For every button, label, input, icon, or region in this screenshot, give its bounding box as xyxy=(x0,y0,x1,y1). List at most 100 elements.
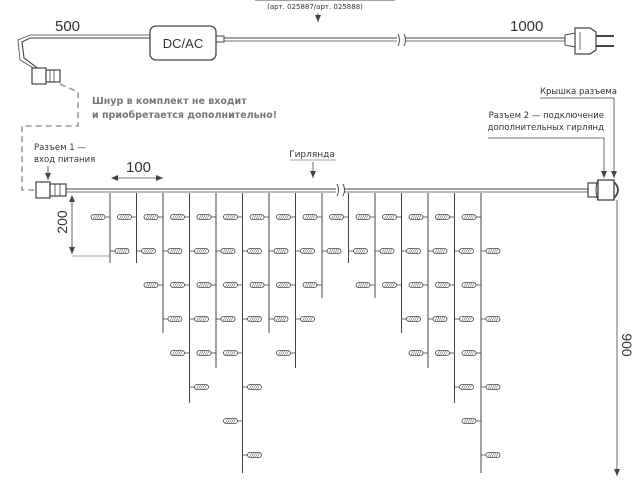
led-lamp-icon xyxy=(189,316,209,322)
led-lamp-icon xyxy=(382,282,402,288)
connector1-label-line1: Разъем 1 — xyxy=(34,143,86,153)
led-lamp-icon xyxy=(461,214,481,220)
led-lamp-icon xyxy=(117,214,137,220)
led-lamp-icon xyxy=(302,282,322,288)
led-lamp-icon xyxy=(355,282,375,288)
led-lamp-icon xyxy=(189,384,209,390)
led-lamp-icon xyxy=(276,214,296,220)
led-lamp-icon xyxy=(481,316,501,322)
led-lamp-icon xyxy=(461,418,481,424)
power-cable-left-outer xyxy=(17,34,150,73)
led-lamp-icon xyxy=(428,316,448,322)
cord-note-line1: Шнур в комплект не входит xyxy=(92,96,247,107)
connector2-arrow xyxy=(488,137,607,178)
led-lamp-icon xyxy=(136,248,156,254)
power-cable-left xyxy=(21,37,150,71)
led-lamp-icon xyxy=(461,350,481,356)
led-lamp-icon xyxy=(454,316,474,322)
led-lamp-icon xyxy=(196,350,216,356)
icicle-strand xyxy=(382,193,421,333)
adapter-label: DC/AC xyxy=(163,36,203,51)
dim-cable-left: 500 xyxy=(55,18,80,35)
led-lamp-icon xyxy=(481,452,501,458)
led-lamp-icon xyxy=(382,214,402,220)
optional-cord-dashed xyxy=(21,83,79,191)
led-lamp-icon xyxy=(375,248,395,254)
led-lamp-icon xyxy=(401,248,421,254)
garland-break-mark xyxy=(336,183,345,197)
icicle-strand xyxy=(302,193,342,298)
connector2-label-line1: Разъем 2 — подключение xyxy=(489,111,604,121)
led-lamp-icon xyxy=(170,214,190,220)
icicle-strand xyxy=(435,193,474,403)
icicle-strand xyxy=(170,193,209,403)
led-lamp-icon xyxy=(223,282,243,288)
led-lamp-icon xyxy=(322,248,342,254)
led-lamp-icon xyxy=(481,384,501,390)
icicle-strand xyxy=(117,193,156,263)
icicle-strand xyxy=(196,193,236,368)
led-lamp-icon xyxy=(242,384,262,390)
led-lamp-icon xyxy=(143,282,163,288)
icicle-strand xyxy=(329,193,368,263)
led-lamp-icon xyxy=(329,214,349,220)
led-lamp-icon xyxy=(170,282,190,288)
led-lamp-icon xyxy=(189,248,209,254)
led-lamp-icon xyxy=(216,248,236,254)
icicle-group xyxy=(90,193,501,473)
cord-connector-icon xyxy=(31,67,61,85)
dim-pitch: 100 xyxy=(126,159,151,176)
led-lamp-icon xyxy=(428,248,448,254)
connector2-label-line2: дополнительных гирлянд xyxy=(488,123,604,133)
led-lamp-icon xyxy=(454,384,474,390)
icicle-strand xyxy=(461,193,501,473)
icicle-strand xyxy=(90,193,130,263)
led-lamp-icon xyxy=(223,418,243,424)
cable-break-mark xyxy=(397,33,406,47)
icicle-strand xyxy=(355,193,395,298)
led-lamp-icon xyxy=(295,248,315,254)
led-lamp-icon xyxy=(461,282,481,288)
led-lamp-icon xyxy=(276,282,296,288)
led-lamp-icon xyxy=(408,282,428,288)
led-lamp-icon xyxy=(401,316,421,322)
led-lamp-icon xyxy=(435,214,455,220)
led-lamp-icon xyxy=(481,248,501,254)
icicle-strand xyxy=(143,193,183,333)
output-connector-icon xyxy=(587,179,619,201)
led-lamp-icon xyxy=(269,316,289,322)
icicle-strand xyxy=(223,193,262,473)
dim-drop: 200 xyxy=(54,210,70,234)
power-plug-icon xyxy=(564,27,614,55)
led-lamp-icon xyxy=(454,248,474,254)
led-lamp-icon xyxy=(249,214,269,220)
icicle-strand xyxy=(408,193,448,368)
led-lamp-icon xyxy=(295,316,315,322)
dim-height: 900 xyxy=(619,333,635,357)
led-lamp-icon xyxy=(435,350,455,356)
adapter-strain-relief xyxy=(215,35,225,43)
dim-cable-right: 1000 xyxy=(510,18,543,35)
led-lamp-icon xyxy=(242,452,262,458)
cord-note-line2: и приобретается дополнительно! xyxy=(92,110,277,121)
led-lamp-icon xyxy=(170,350,190,356)
led-lamp-icon xyxy=(110,248,130,254)
led-lamp-icon xyxy=(435,282,455,288)
cap-arrow xyxy=(540,97,617,178)
icicle-strand xyxy=(276,193,315,368)
led-lamp-icon xyxy=(196,214,216,220)
led-lamp-icon xyxy=(163,248,183,254)
led-lamp-icon xyxy=(143,214,163,220)
led-lamp-icon xyxy=(408,350,428,356)
led-lamp-icon xyxy=(196,282,216,288)
led-lamp-icon xyxy=(249,282,269,288)
led-lamp-icon xyxy=(163,316,183,322)
led-lamp-icon xyxy=(276,350,296,356)
led-lamp-icon xyxy=(302,214,322,220)
led-lamp-icon xyxy=(269,248,289,254)
garland-label: Гирлянда xyxy=(289,150,335,160)
led-lamp-icon xyxy=(242,248,262,254)
icicle-strand xyxy=(249,193,289,333)
article-note: (арт. 025887/арт. 025888) xyxy=(267,3,363,11)
